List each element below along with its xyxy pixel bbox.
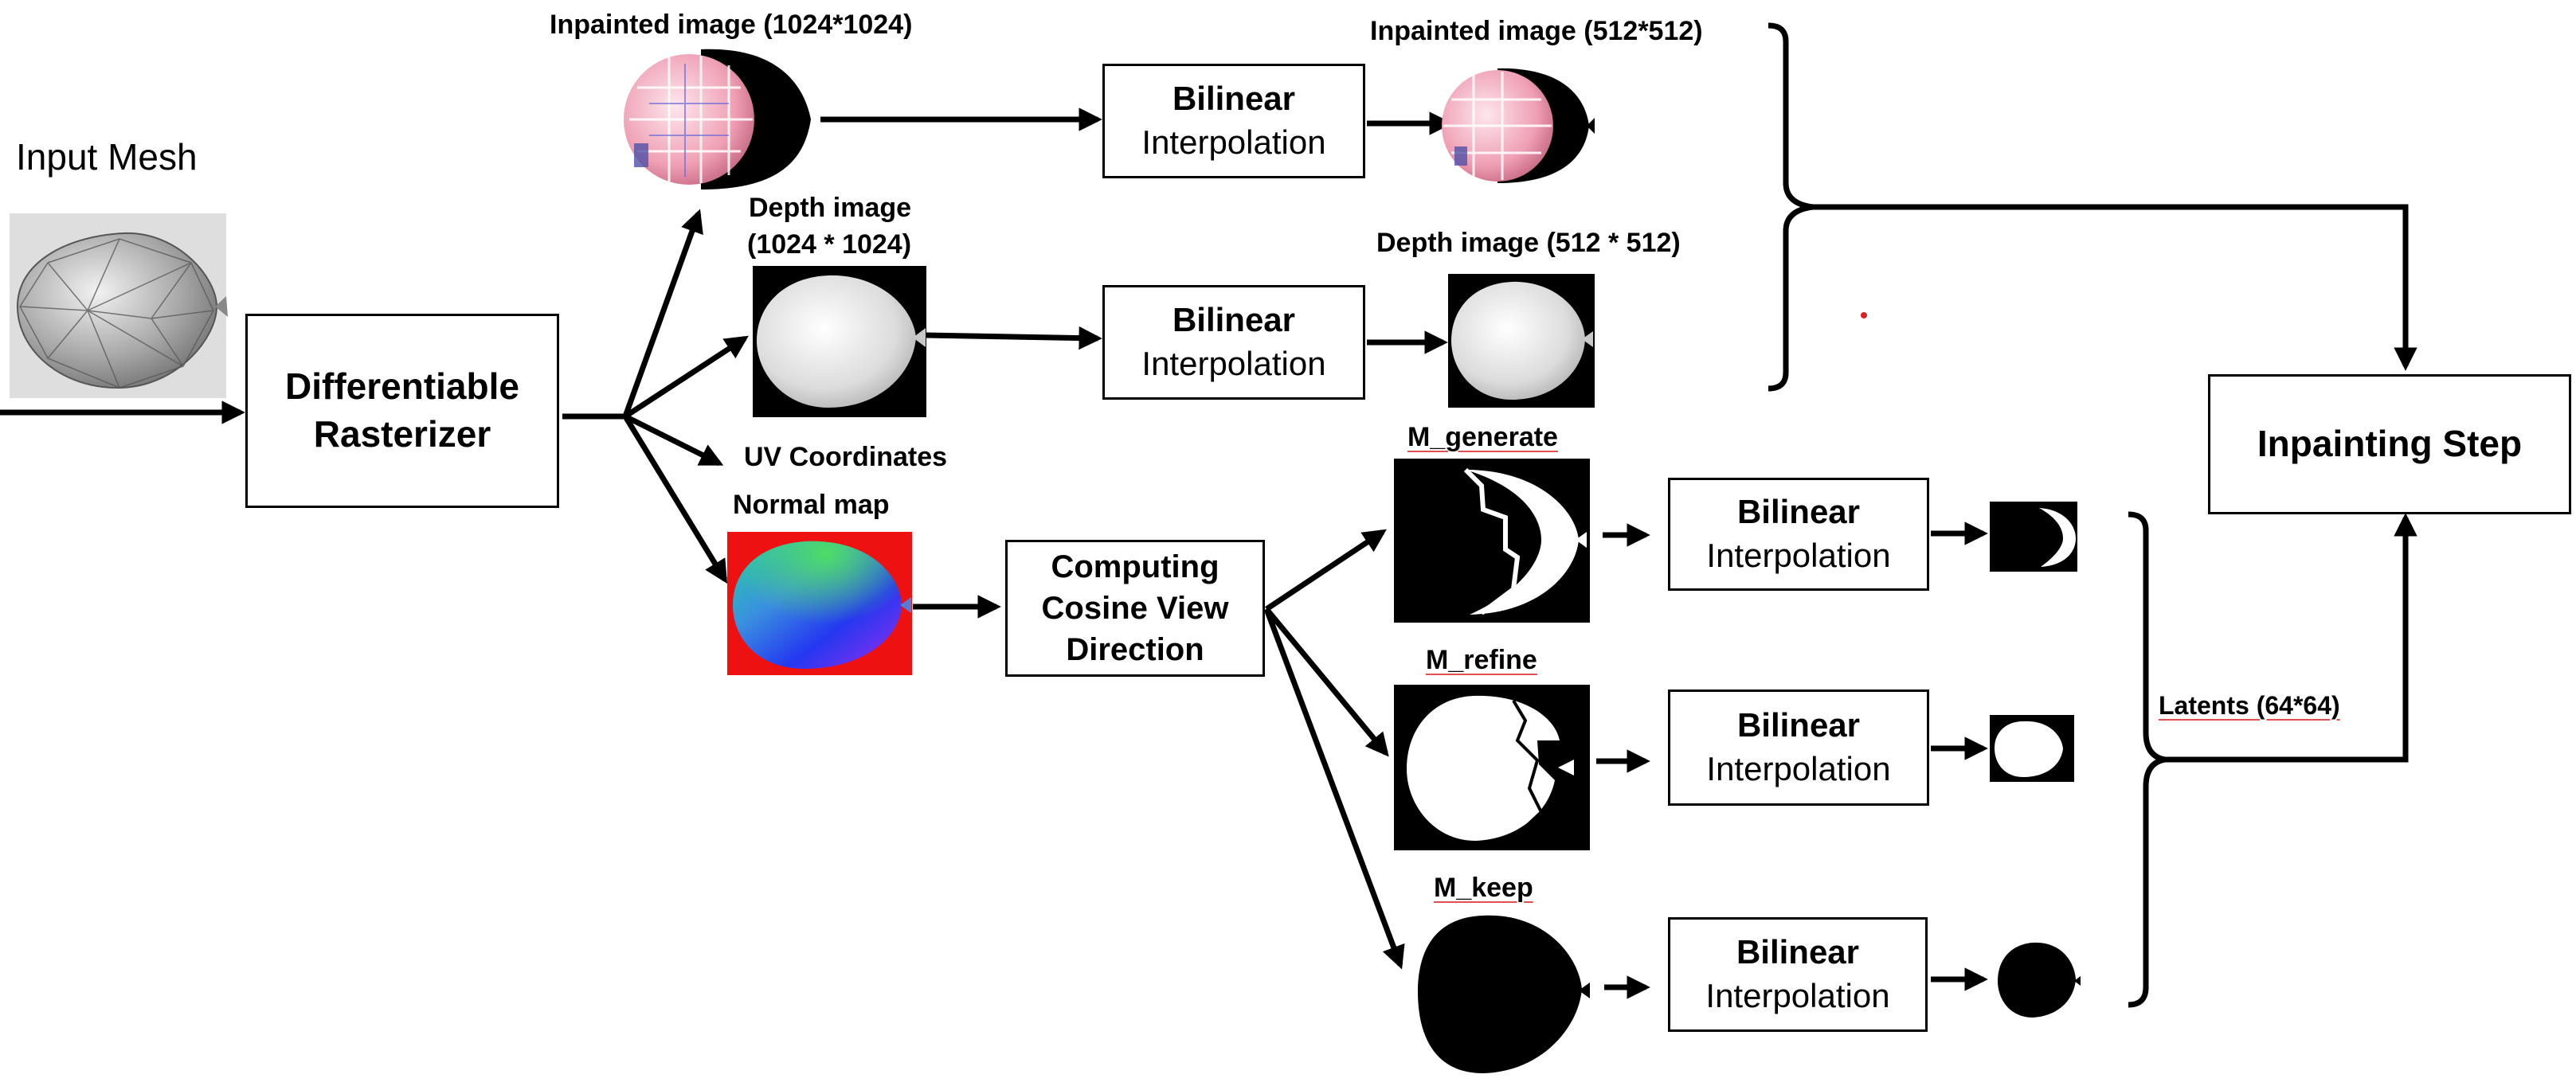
- input-mesh-label: Input Mesh: [16, 136, 198, 178]
- bilinear-box-m-refine: Bilinear Interpolation: [1668, 689, 1929, 806]
- m-generate-label: M_generate: [1407, 422, 1558, 452]
- bilinear-line2: Interpolation: [1705, 977, 1890, 1014]
- inpainted-image-1024: [624, 49, 811, 189]
- cosine-line3: Direction: [1066, 632, 1204, 667]
- depth-image-512: [1448, 274, 1595, 408]
- depth-1024-label-line1: Depth image: [749, 193, 912, 223]
- m-refine-small: [1990, 715, 2074, 782]
- m-generate-image: [1394, 459, 1590, 623]
- latents-label: Latents (64*64): [2159, 691, 2340, 720]
- inpainted-image-512: [1442, 68, 1595, 184]
- differentiable-rasterizer-box: Differentiable Rasterizer: [245, 314, 559, 508]
- rasterizer-line2: Rasterizer: [313, 413, 491, 455]
- bilinear-line2: Interpolation: [1141, 123, 1326, 161]
- m-keep-small: [1998, 942, 2081, 1018]
- computing-cosine-view-direction-box: Computing Cosine View Direction: [1005, 540, 1265, 677]
- inpainted-1024-label: Inpainted image (1024*1024): [550, 10, 913, 40]
- arrow-depth-to-bilinear: [925, 326, 1102, 350]
- arrow-cosine-to-mrefine: [1264, 607, 1389, 757]
- cosine-line2: Cosine View: [1041, 591, 1229, 626]
- arrow-cosine-to-mgenerate: [1265, 529, 1387, 611]
- m-generate-small: [1990, 502, 2077, 572]
- m-keep-label: M_keep: [1434, 873, 1533, 903]
- bilinear-line1: Bilinear: [1172, 80, 1296, 118]
- bilinear-line2: Interpolation: [1706, 537, 1891, 574]
- m-refine-label: M_refine: [1426, 645, 1537, 675]
- depth-1024-label-line2: (1024 * 1024): [747, 229, 912, 260]
- bilinear-line1: Bilinear: [1172, 301, 1296, 339]
- inpainted-512-label: Inpainted image (512*512): [1370, 16, 1703, 46]
- rasterizer-line1: Differentiable: [285, 365, 519, 408]
- input-mesh-image: [10, 213, 228, 398]
- normal-map-image: [727, 532, 912, 675]
- bilinear-line1: Bilinear: [1736, 933, 1860, 971]
- depth-512-label: Depth image (512 * 512): [1376, 228, 1681, 258]
- bilinear-line2: Interpolation: [1706, 750, 1891, 787]
- cosine-line1: Computing: [1051, 549, 1219, 584]
- arrow-images-to-inpainting: [1813, 204, 2417, 371]
- bilinear-line2: Interpolation: [1141, 345, 1326, 382]
- m-keep-image: [1418, 915, 1590, 1073]
- bilinear-box-inpainted: Bilinear Interpolation: [1102, 64, 1365, 178]
- inpainting-step-box: Inpainting Step: [2208, 374, 2571, 514]
- bilinear-box-m-keep: Bilinear Interpolation: [1668, 917, 1928, 1032]
- uv-coordinates-label: UV Coordinates: [744, 442, 948, 472]
- arrow-to-uv: [624, 413, 724, 467]
- bilinear-line1: Bilinear: [1736, 493, 1861, 531]
- brace-latents: [2128, 511, 2166, 1008]
- connectors: [0, 22, 2417, 1008]
- m-refine-image: [1394, 685, 1590, 850]
- normal-map-label: Normal map: [733, 490, 890, 520]
- inpainting-step-label: Inpainting Step: [2257, 423, 2523, 465]
- arrow-to-depth: [624, 335, 749, 419]
- brace-images: [1768, 22, 1814, 392]
- bilinear-line1: Bilinear: [1736, 706, 1861, 744]
- arrow-to-normal: [623, 415, 728, 584]
- bilinear-box-depth: Bilinear Interpolation: [1102, 285, 1365, 400]
- arrow-to-inpainted: [622, 209, 703, 418]
- depth-image-1024: [753, 266, 926, 417]
- red-dot: [1861, 312, 1867, 318]
- bilinear-box-m-generate: Bilinear Interpolation: [1668, 478, 1929, 591]
- arrow-cosine-to-mkeep: [1263, 607, 1405, 970]
- arrow-latents-to-inpainting: [2165, 513, 2417, 763]
